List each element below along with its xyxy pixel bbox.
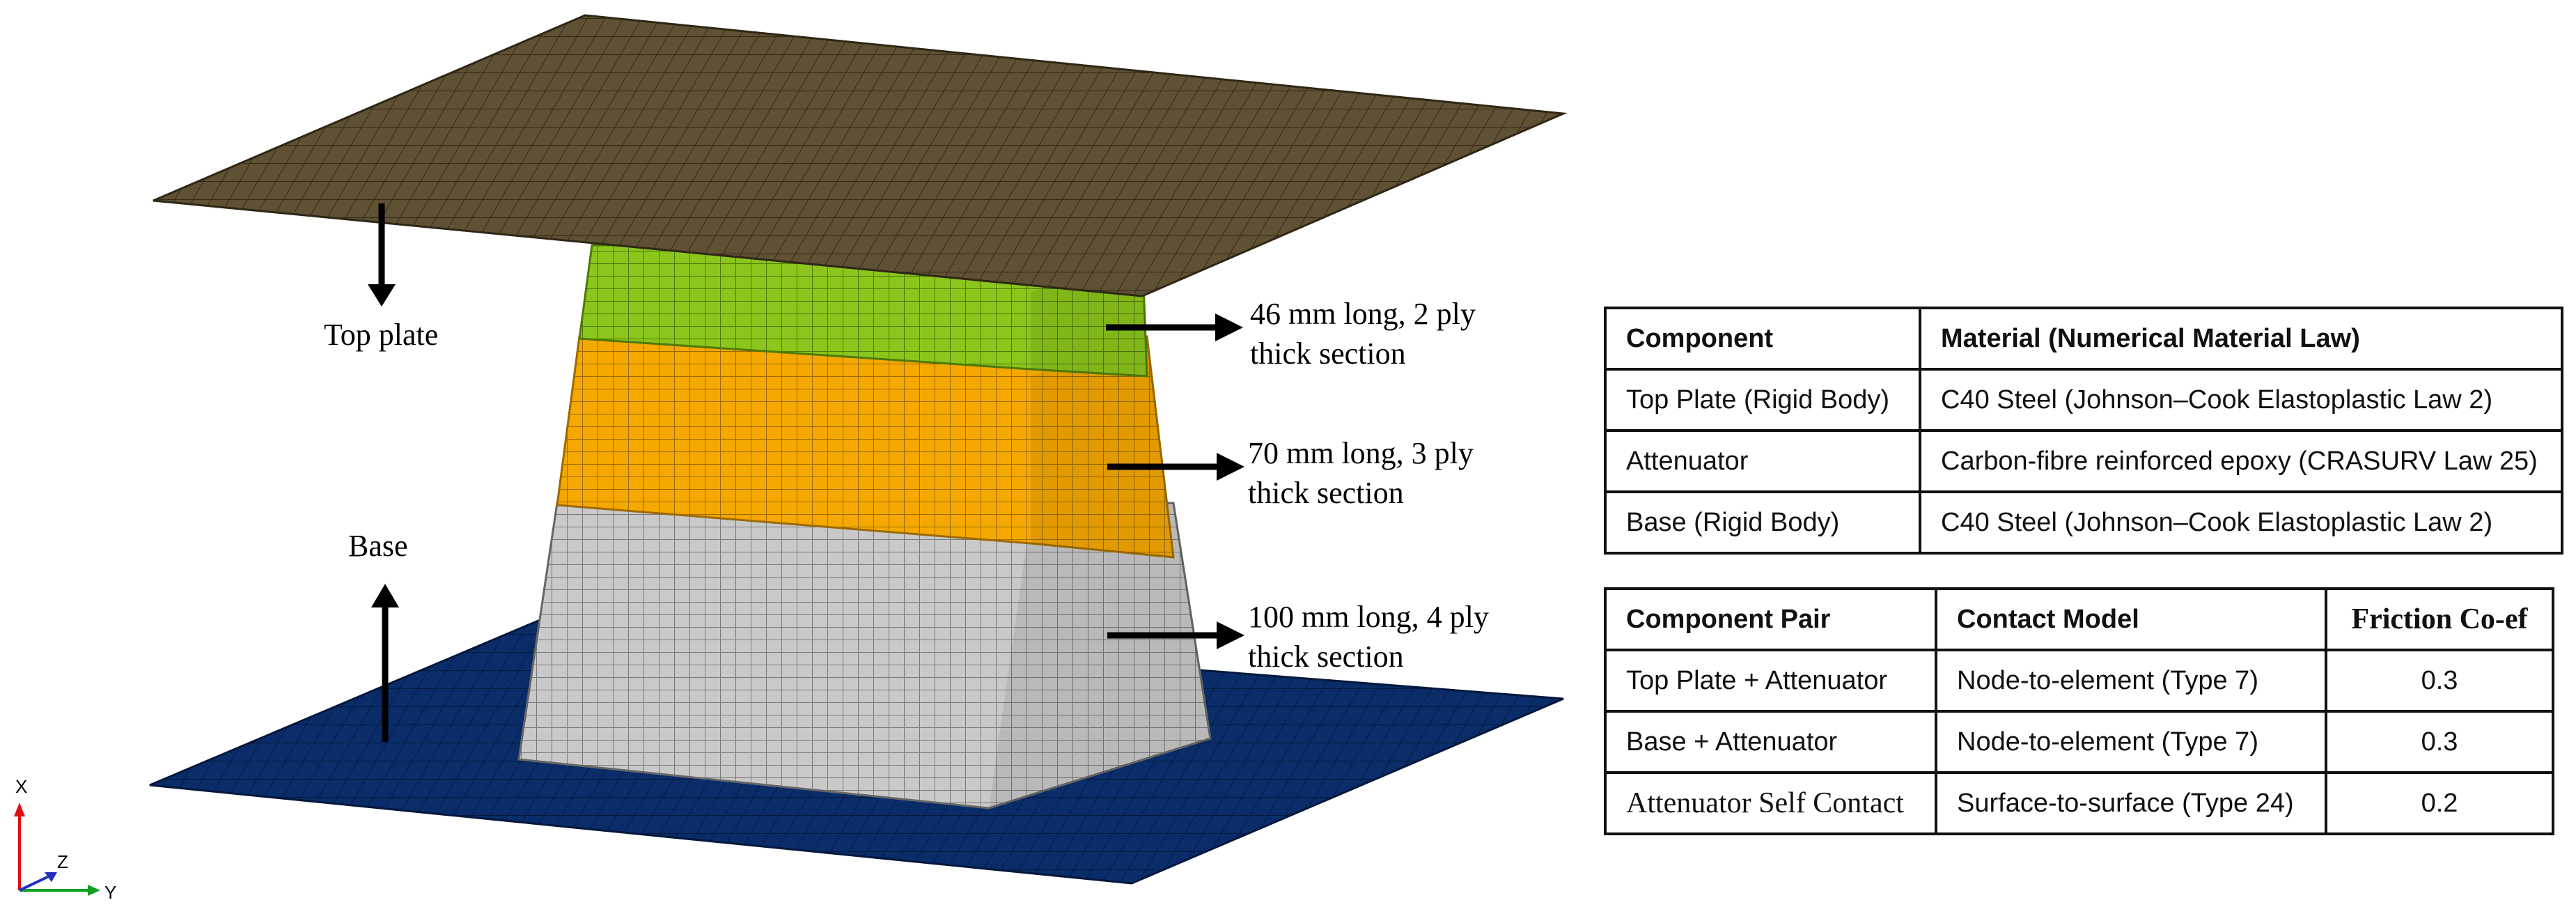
table-cell: Attenuator Self Contact	[1604, 771, 1937, 835]
section-70-label-line1: 70 mm long, 3 ply	[1248, 436, 1474, 470]
section-70mm-shade	[1031, 336, 1173, 557]
table-cell: Base + Attenuator	[1604, 710, 1937, 774]
section-100-label-line2: thick section	[1248, 640, 1404, 674]
contact-header-pair: Component Pair	[1604, 587, 1937, 651]
materials-header-row: Component Material (Numerical Material L…	[1604, 307, 2563, 371]
table-row: Top Plate (Rigid Body) C40 Steel (Johnso…	[1604, 368, 2563, 432]
table-cell: Attenuator	[1604, 429, 1921, 493]
top-plate	[153, 14, 1568, 297]
section-46-label-line2: thick section	[1250, 336, 1406, 371]
table-row: Attenuator Carbon-fibre reinforced epoxy…	[1604, 429, 2563, 493]
table-cell: 0.3	[2325, 649, 2554, 713]
table-cell: Carbon-fibre reinforced epoxy (CRASURV L…	[1919, 429, 2563, 493]
table-cell: Surface-to-surface (Type 24)	[1935, 771, 2327, 835]
contact-table: Component Pair Contact Model Friction Co…	[1604, 587, 2554, 835]
section-100-arrow	[1107, 621, 1244, 649]
table-cell: C40 Steel (Johnson–Cook Elastoplastic La…	[1919, 490, 2563, 555]
table-row: Base + Attenuator Node-to-element (Type …	[1604, 710, 2554, 774]
table-cell: 0.3	[2325, 710, 2554, 774]
axis-x-label: X	[15, 776, 27, 797]
table-row: Top Plate + Attenuator Node-to-element (…	[1604, 649, 2554, 713]
contact-header-model: Contact Model	[1935, 587, 2327, 651]
section-70-arrow	[1107, 453, 1244, 481]
contact-header-friction: Friction Co-ef	[2325, 587, 2554, 651]
section-100-label-line1: 100 mm long, 4 ply	[1248, 600, 1489, 634]
table-cell: Node-to-element (Type 7)	[1935, 710, 2327, 774]
materials-header-component: Component	[1604, 307, 1921, 371]
contact-header-row: Component Pair Contact Model Friction Co…	[1604, 587, 2554, 651]
base-label: Base	[348, 529, 408, 563]
axis-y-label: Y	[104, 882, 116, 903]
top-plate-arrow	[368, 203, 396, 307]
table-row: Base (Rigid Body) C40 Steel (Johnson–Coo…	[1604, 490, 2563, 555]
table-cell: Top Plate (Rigid Body)	[1604, 368, 1921, 432]
section-46-arrow	[1106, 313, 1243, 341]
section-46-label-line1: 46 mm long, 2 ply	[1250, 297, 1476, 331]
base-arrow	[371, 584, 399, 742]
table-cell: Node-to-element (Type 7)	[1935, 649, 2327, 713]
materials-header-material: Material (Numerical Material Law)	[1919, 307, 2563, 371]
table-cell: Base (Rigid Body)	[1604, 490, 1921, 555]
table-cell: C40 Steel (Johnson–Cook Elastoplastic La…	[1919, 368, 2563, 432]
table-row: Attenuator Self Contact Surface-to-surfa…	[1604, 771, 2554, 835]
section-100mm-shade	[989, 503, 1210, 808]
axis-z-label: Z	[57, 851, 68, 872]
top-plate-label: Top plate	[324, 318, 438, 352]
axis-triad: X Z Y	[14, 776, 116, 903]
table-cell: 0.2	[2325, 771, 2554, 835]
table-cell: Top Plate + Attenuator	[1604, 649, 1937, 713]
section-70-label-line2: thick section	[1248, 476, 1404, 510]
materials-table: Component Material (Numerical Material L…	[1604, 307, 2563, 555]
